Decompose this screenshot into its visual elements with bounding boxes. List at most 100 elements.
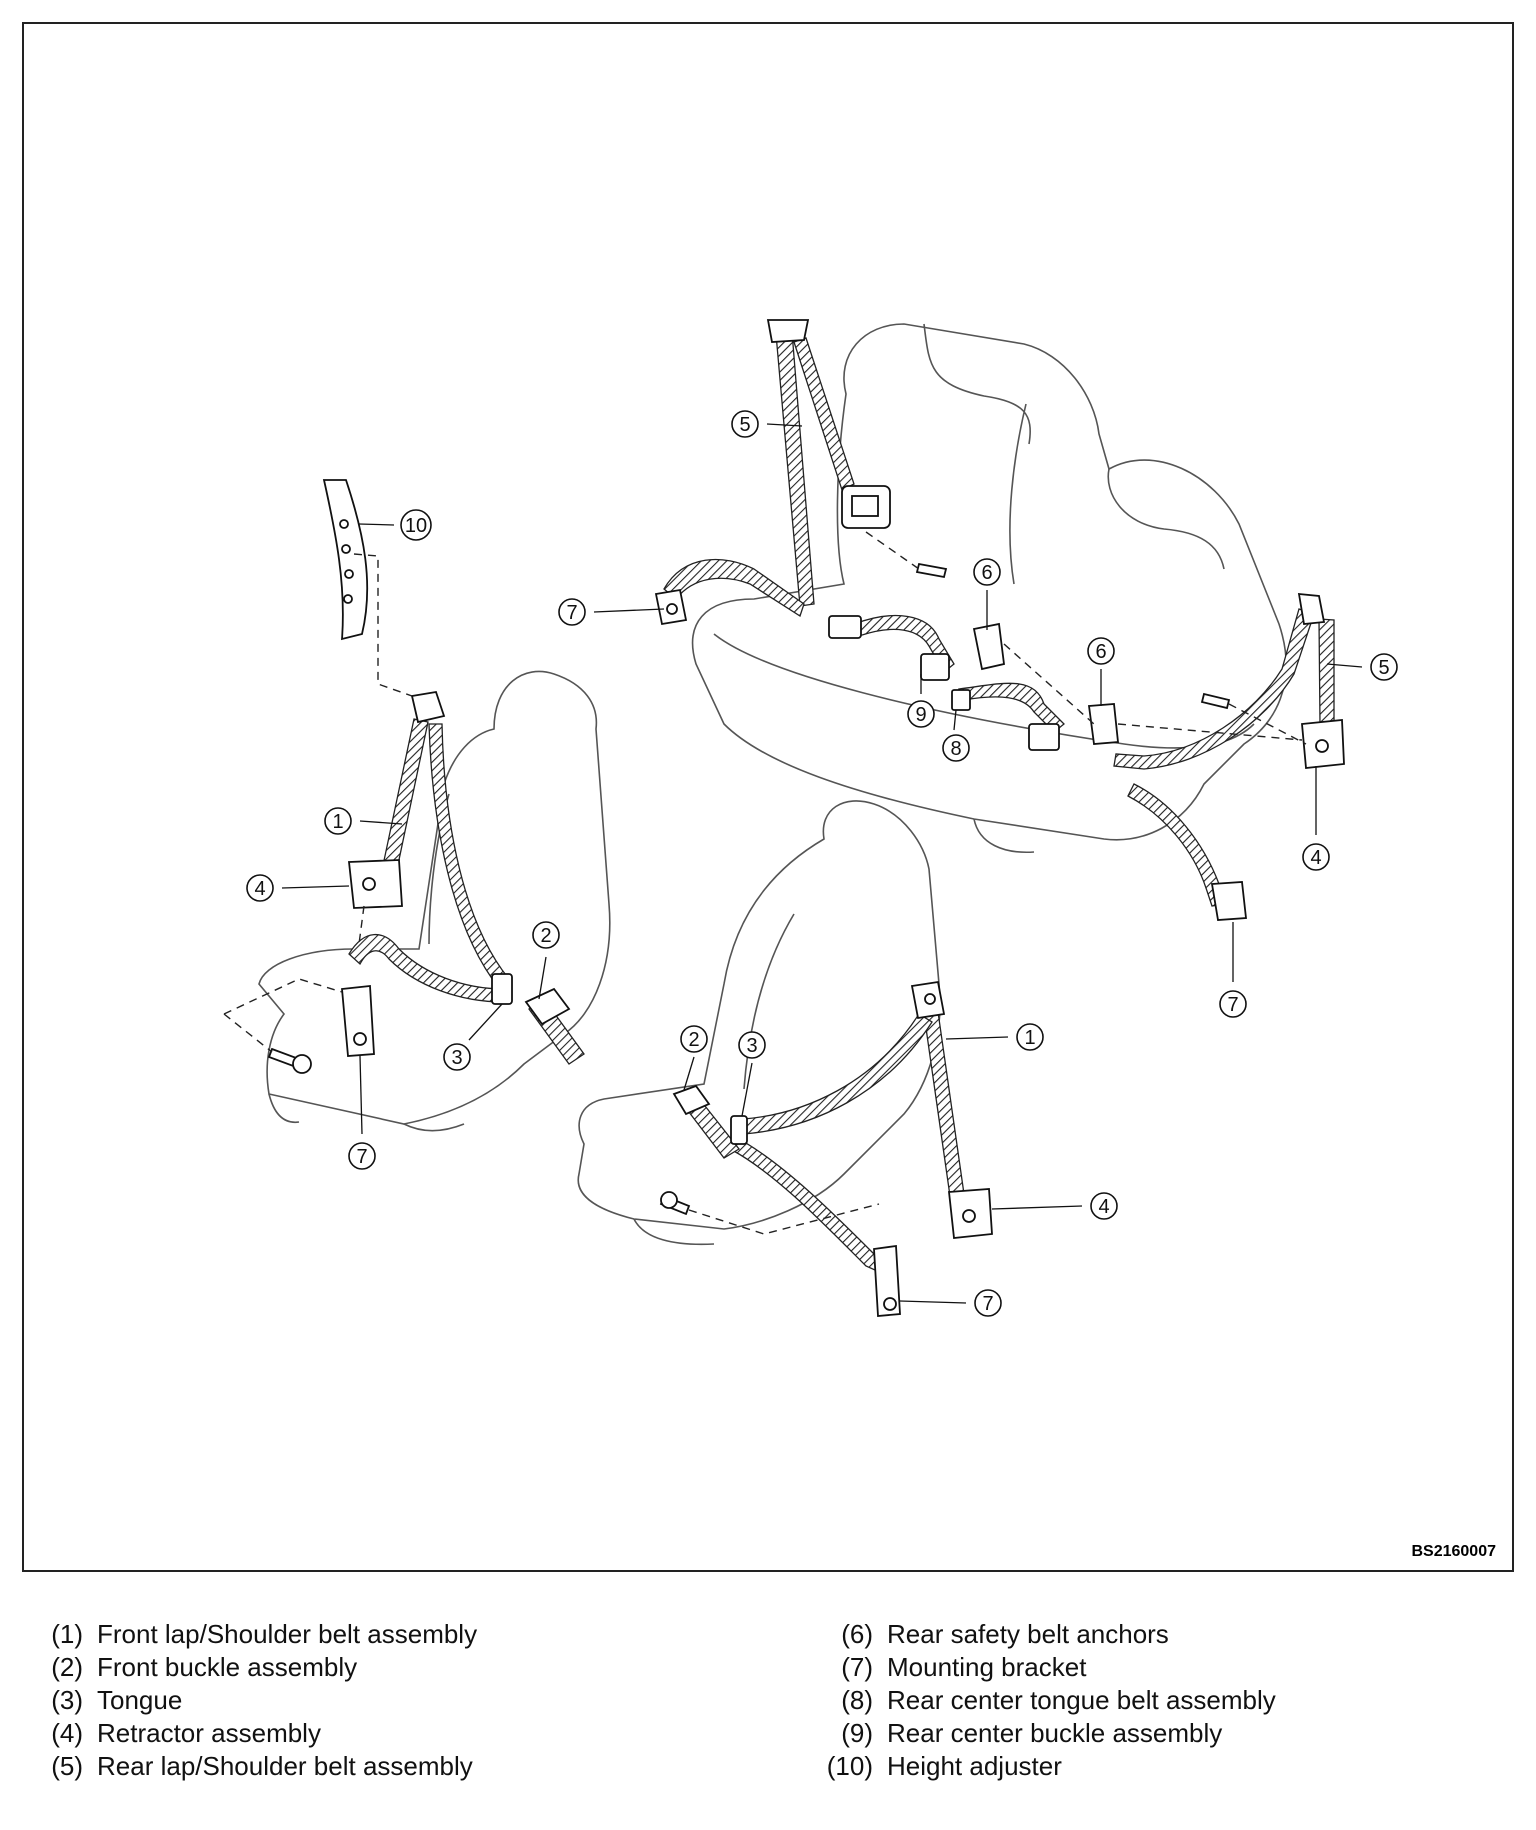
- callout-number: 5: [739, 414, 750, 436]
- callout-circle: [1090, 1192, 1118, 1220]
- callout-rear-left-5: 5: [731, 410, 759, 438]
- callout-circle: [942, 734, 970, 762]
- legend-label: Rear center buckle assembly: [887, 1718, 1223, 1748]
- callout-circle: [1016, 1023, 1044, 1051]
- callout-number: 5: [1378, 657, 1389, 679]
- callout-circle: [443, 1043, 471, 1071]
- belt-webbing: [348, 331, 1335, 1275]
- callout-rear-right-7: 7: [1219, 990, 1247, 1018]
- legend-item: (8) Rear center tongue belt assembly: [808, 1684, 1276, 1717]
- callout-rear-right-4: 4: [1302, 843, 1330, 871]
- callout-circle: [246, 874, 274, 902]
- legend-item: (2) Front buckle assembly: [28, 1651, 477, 1684]
- callout-circle: [348, 1142, 376, 1170]
- legend-item: (10) Height adjuster: [808, 1750, 1276, 1783]
- callout-number: 8: [950, 738, 961, 760]
- callout-circle: [532, 921, 560, 949]
- installation-guides: [223, 531, 1307, 1235]
- legend-item: (9) Rear center buckle assembly: [808, 1717, 1276, 1750]
- callout-front-right-7: 7: [974, 1289, 1002, 1317]
- legend-number: (9): [841, 1718, 873, 1748]
- callout-front-left-7: 7: [348, 1142, 376, 1170]
- legend-label: Rear safety belt anchors: [887, 1619, 1169, 1649]
- callout-circle: [973, 558, 1001, 586]
- callout-group: 5 7 6 6 9 8 5 4 7 10 1 4 2 3 7 2 3 1 4 7: [246, 410, 1398, 1317]
- callout-rear-anchor-6b: 6: [1087, 637, 1115, 665]
- legend-number: (5): [51, 1751, 83, 1781]
- legend-item: (3) Tongue: [28, 1684, 477, 1717]
- legend-number: (2): [51, 1652, 83, 1682]
- callout-circle: [400, 509, 432, 541]
- legend-item: (4)Retractor assembly: [28, 1717, 477, 1750]
- legend-number: (1): [51, 1619, 83, 1649]
- rear-bench-seat: [691, 323, 1287, 854]
- callout-number: 9: [915, 704, 926, 726]
- callout-number: 7: [1227, 994, 1238, 1016]
- callout-number: 2: [688, 1029, 699, 1051]
- callout-number: 4: [1310, 847, 1321, 869]
- legend-label: Front lap/Shoulder belt assembly: [97, 1619, 478, 1649]
- legend-number: (4): [51, 1718, 83, 1748]
- legend-number: (7): [841, 1652, 873, 1682]
- callout-circle: [680, 1025, 708, 1053]
- callout-circle: [907, 700, 935, 728]
- legend-label: Mounting bracket: [887, 1652, 1087, 1682]
- callout-front-right-1: 1: [1016, 1023, 1044, 1051]
- callout-number: 6: [1095, 641, 1106, 663]
- legend-label: Rear center tongue belt assembly: [887, 1685, 1276, 1715]
- callout-number: 3: [746, 1035, 757, 1057]
- callout-number: 1: [332, 811, 343, 833]
- legend-label: Rear lap/Shoulder belt assembly: [97, 1751, 473, 1781]
- callout-rear-center-8: 8: [942, 734, 970, 762]
- legend-number: (6): [841, 1619, 873, 1649]
- callout-number: 3: [451, 1047, 462, 1069]
- callout-front-right-4: 4: [1090, 1192, 1118, 1220]
- diagram-frame: 5 7 6 6 9 8 5 4 7 10 1 4 2 3 7 2 3 1 4 7 BS2160007: [22, 22, 1514, 1572]
- legend-number: (3): [51, 1685, 83, 1715]
- belt-hardware: [267, 319, 1345, 1317]
- legend-label: Tongue: [97, 1685, 183, 1715]
- callout-number: 1: [1024, 1027, 1035, 1049]
- callout-front-left-3: 3: [443, 1043, 471, 1071]
- callout-circle: [738, 1031, 766, 1059]
- callout-circle: [1219, 990, 1247, 1018]
- callout-front-right-2: 2: [680, 1025, 708, 1053]
- callout-rear-anchor-6a: 6: [973, 558, 1001, 586]
- callout-front-left-1: 1: [324, 807, 352, 835]
- callout-front-left-10: 10: [400, 509, 432, 541]
- legend-column-right: (6) Rear safety belt anchors (7) Mounting …: [808, 1618, 1276, 1783]
- legend-number: (8): [841, 1685, 873, 1715]
- callout-circle: [731, 410, 759, 438]
- callout-number: 7: [566, 602, 577, 624]
- callout-circle: [1302, 843, 1330, 871]
- callout-number: 7: [356, 1146, 367, 1168]
- figure-code: BS2160007: [1411, 1543, 1496, 1560]
- callout-number: 7: [982, 1293, 993, 1315]
- legend-item: (6) Rear safety belt anchors: [808, 1618, 1276, 1651]
- legend-item: (1) Front lap/Shoulder belt assembly: [28, 1618, 477, 1651]
- front-right-seat: [577, 800, 941, 1246]
- callout-number: 4: [1098, 1196, 1109, 1218]
- seat-belt-illustration: 5 7 6 6 9 8 5 4 7 10 1 4 2 3 7 2 3 1 4 7 BS2160007: [223, 319, 1496, 1560]
- legend-label: Height adjuster: [887, 1751, 1062, 1781]
- callout-rear-center-9: 9: [907, 700, 935, 728]
- callout-number: 6: [981, 562, 992, 584]
- callout-circle: [324, 807, 352, 835]
- legend-number: (10): [826, 1751, 873, 1781]
- legend-label: Front buckle assembly: [97, 1652, 358, 1682]
- callout-circle: [1087, 637, 1115, 665]
- callout-front-left-2: 2: [532, 921, 560, 949]
- callout-number: 4: [254, 878, 265, 900]
- legend-column-left: (1) Front lap/Shoulder belt assembly (2) F…: [28, 1618, 477, 1783]
- callout-front-left-4: 4: [246, 874, 274, 902]
- legend-item: (7) Mounting bracket: [808, 1651, 1276, 1684]
- leader-lines: [281, 423, 1363, 1304]
- callout-rear-left-7: 7: [558, 598, 586, 626]
- callout-rear-right-5: 5: [1370, 653, 1398, 681]
- callout-number: 2: [540, 925, 551, 947]
- callout-circle: [1370, 653, 1398, 681]
- callout-front-right-3: 3: [738, 1031, 766, 1059]
- legend-item: (5) Rear lap/Shoulder belt assembly: [28, 1750, 477, 1783]
- callout-circle: [558, 598, 586, 626]
- parts-legend: (1) Front lap/Shoulder belt assembly (2) F…: [22, 1618, 1514, 1808]
